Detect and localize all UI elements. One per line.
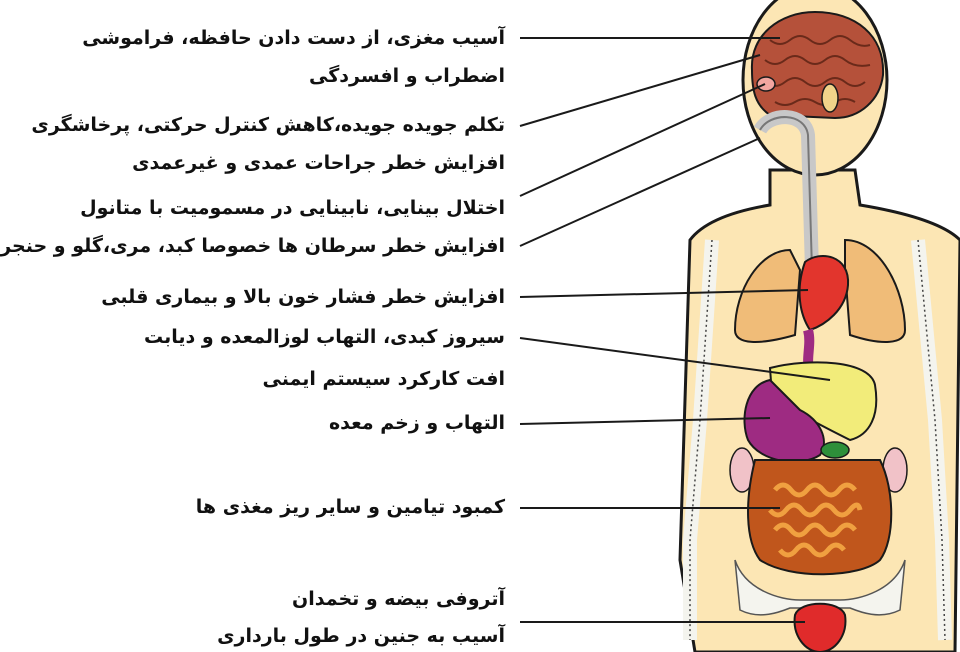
label-blood-pressure: افزایش خطر فشار خون بالا و بیماری قلبی (101, 285, 505, 309)
leader-line-anxiety (520, 55, 760, 126)
label-fetal-damage: آسیب به جنین در طول بارداری (217, 624, 505, 648)
label-gastritis: التهاب و زخم معده (329, 411, 505, 435)
label-brain-damage: آسیب مغزی، از دست دادن حافظه، فراموشی (82, 26, 505, 50)
label-speech-motor: تکلم جویده جویده،کاهش کنترل حرکتی، پرخاش… (31, 113, 505, 137)
eye (757, 77, 775, 91)
leader-line-speech (520, 84, 765, 196)
label-vision: اختلال بینایی، نابینایی در مسمومیت با مت… (80, 196, 505, 220)
ear (822, 84, 838, 112)
label-injury-risk: افزایش خطر جراحات عمدی و غیرعمدی (132, 151, 505, 175)
label-cancer-risk: افزایش خطر سرطان ها خصوصا کبد، مری،گلو و… (0, 234, 505, 258)
pancreas (821, 442, 849, 458)
label-anxiety: اضطراب و افسردگی (309, 64, 505, 88)
label-cirrhosis: سیروز کبدی، التهاب لوزالمعده و دیابت (144, 325, 505, 349)
label-immune: افت کارکرد سیستم ایمنی (263, 367, 505, 391)
label-thiamine: کمبود تیامین و سایر ریز مغذی ها (196, 495, 505, 519)
label-atrophy: آتروفی بیضه و تخمدان (292, 587, 505, 611)
